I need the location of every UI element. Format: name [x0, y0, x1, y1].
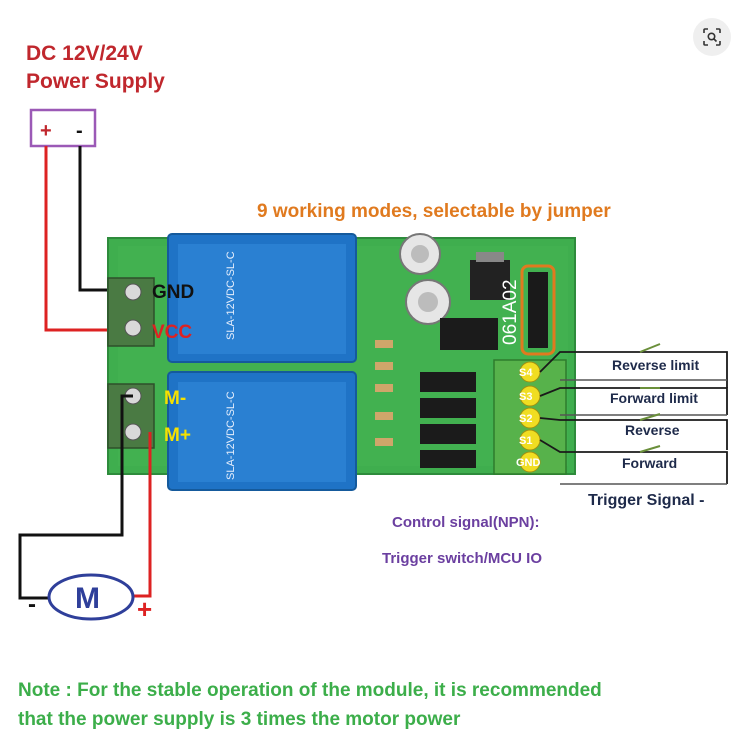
gnd-pin-label: GND: [152, 282, 194, 303]
reverse-label: Reverse: [625, 422, 680, 438]
m-minus-pin-label: M-: [164, 388, 186, 409]
jumper-header-highlight: [520, 264, 556, 356]
visual-search-icon: [703, 28, 721, 46]
vcc-pin-label: VCC: [152, 322, 192, 343]
trigger-signal-label: Trigger Signal -: [588, 492, 704, 509]
reverse-wire: [539, 417, 728, 450]
relay-module-board: SLA-12VDC-SL-C SLA-12VDC-SL-C 061A02: [107, 233, 576, 491]
trigger-switch-label: Trigger switch/MCU IO: [382, 550, 543, 567]
relay-2-model: SLA-12VDC-SL-C: [225, 391, 237, 480]
motor-plus-sign: +: [137, 594, 152, 624]
power-recommendation-note: Note : For the stable operation of the m…: [18, 676, 602, 735]
note-line-1: Note : For the stable operation of the m…: [18, 680, 602, 701]
relay-2: SLA-12VDC-SL-C: [167, 371, 357, 491]
reverse-limit-wire: [539, 351, 728, 388]
forward-limit-label: Forward limit: [610, 390, 698, 406]
working-modes-note: 9 working modes, selectable by jumper: [257, 201, 611, 222]
power-plus-sign: +: [40, 120, 52, 142]
jumper-header: [528, 272, 548, 348]
m-plus-pin-label: M+: [164, 425, 191, 446]
motor-positive-wire: [132, 432, 152, 598]
motor-label: M: [75, 582, 100, 615]
power-terminal-box: [29, 108, 97, 148]
motor-negative-wire: [18, 394, 133, 600]
input-pin-s1: S1: [519, 435, 532, 447]
power-supply-title: Power Supply: [26, 70, 165, 94]
power-minus-sign: -: [76, 120, 83, 142]
voltage-regulator: [470, 260, 510, 300]
input-pin-s2: S2: [519, 413, 532, 425]
board-model-label: 061A02: [500, 279, 521, 345]
input-pin-s3: S3: [519, 391, 532, 403]
power-supply-voltage: DC 12V/24V: [26, 42, 143, 65]
relay-1: SLA-12VDC-SL-C: [167, 233, 357, 363]
zoom-search-button[interactable]: [693, 18, 731, 56]
reverse-limit-label: Reverse limit: [612, 357, 699, 373]
power-supply-label: DC 12V/24V Power Supply: [26, 40, 165, 97]
motor-minus-sign: -: [28, 591, 36, 618]
forward-label: Forward: [622, 455, 677, 471]
input-pin-s4: S4: [519, 367, 533, 379]
forward-wire: [539, 439, 728, 484]
microcontroller-chip: [440, 318, 498, 350]
note-line-2: that the power supply is 3 times the mot…: [18, 709, 461, 731]
motor-symbol: [47, 573, 135, 621]
control-signal-label: Control signal(NPN):: [392, 514, 540, 531]
relay-1-model: SLA-12VDC-SL-C: [225, 251, 237, 340]
input-pin-gnd: GND: [516, 457, 541, 469]
